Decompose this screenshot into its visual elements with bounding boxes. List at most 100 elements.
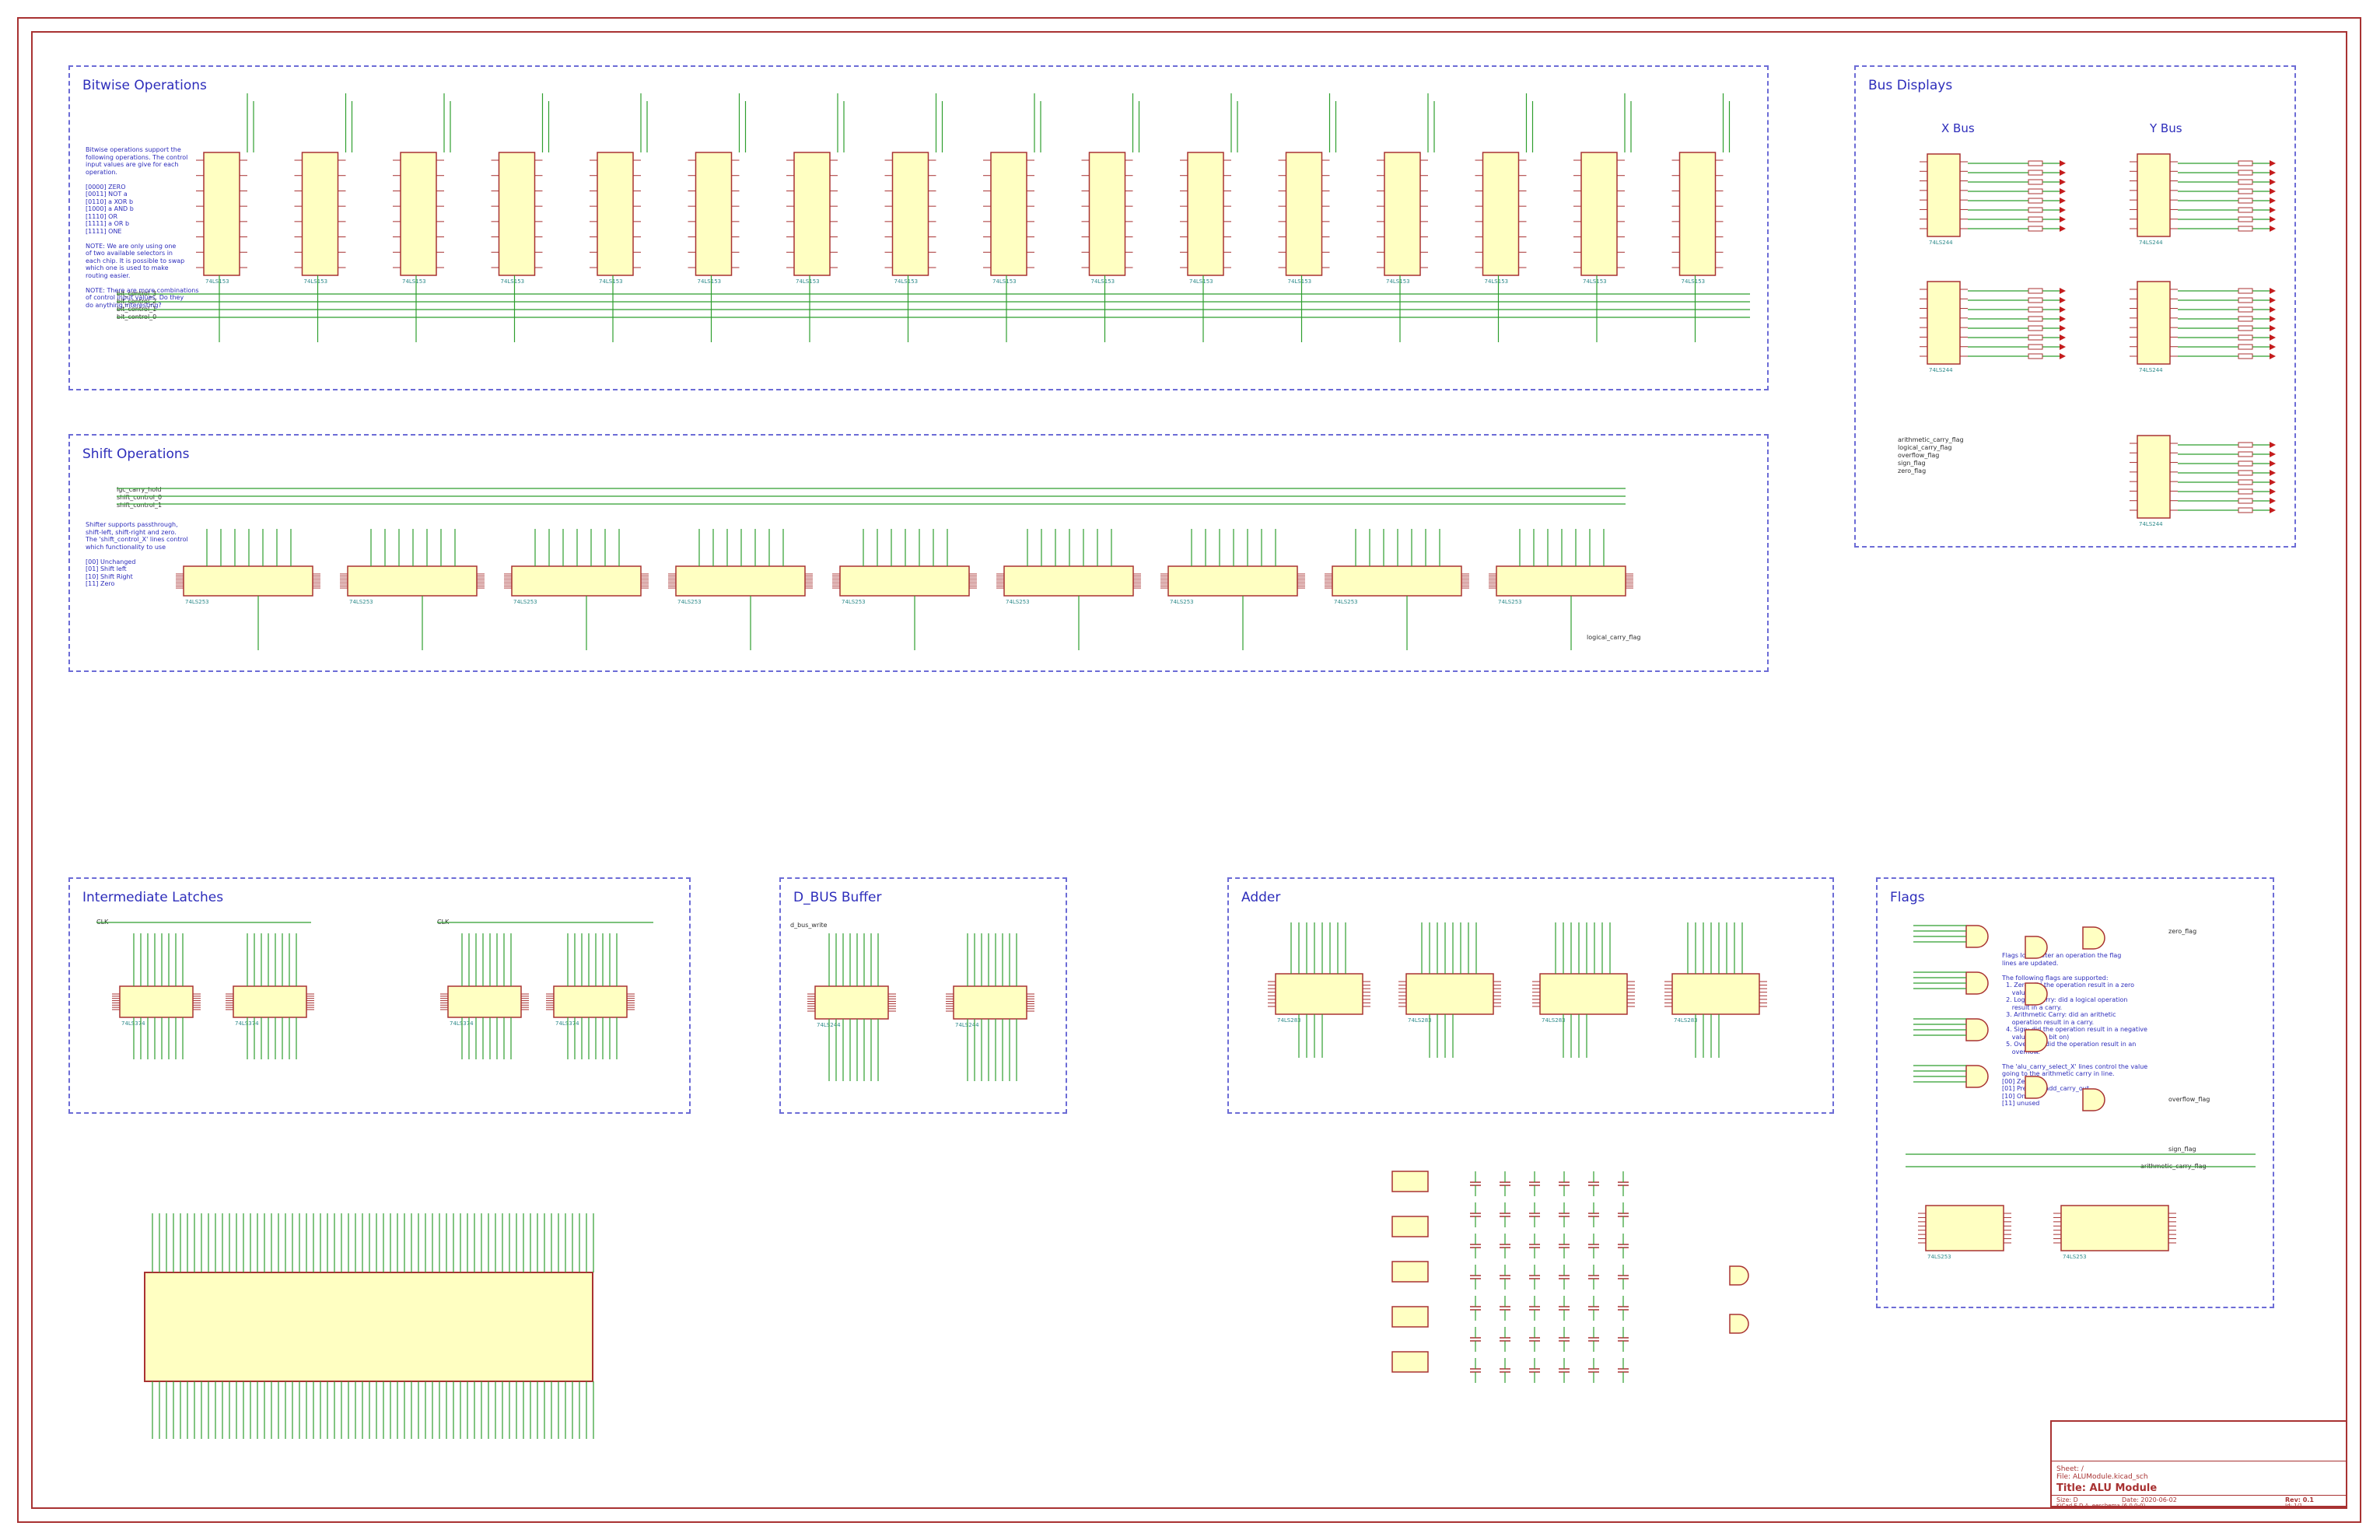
display-resistor: [2028, 207, 2043, 213]
display-resistor: [2028, 325, 2043, 331]
shift-note: Shifter supports passthrough, shift-left…: [86, 521, 188, 587]
flags-gate: [2082, 1088, 2105, 1111]
tb-id: Id: 1/1: [2285, 1503, 2303, 1509]
display-driver-chip-part: 74LS244: [2139, 240, 2163, 246]
net-label-sign-flag: sign_flag: [2168, 1146, 2196, 1153]
net-label-lgc-carry-hold: lgc_carry_hold: [117, 486, 162, 493]
display-resistor: [2238, 507, 2253, 513]
shift-mux-chip-part: 74LS253: [185, 599, 209, 605]
group-bus-displays: Bus Displays X Bus Y Bus: [1854, 65, 2296, 548]
bitwise-mux-chip-part: 74LS153: [1091, 278, 1115, 285]
shift-mux-chip: [1003, 565, 1134, 597]
net-label-flag-out-4: zero_flag: [1898, 467, 1927, 474]
display-led: [2270, 207, 2276, 213]
display-led: [2270, 507, 2276, 513]
display-led: [2270, 460, 2276, 467]
display-resistor: [2238, 460, 2253, 467]
flags-mux-chip: [1925, 1205, 2004, 1251]
bitwise-mux-chip: [498, 152, 536, 276]
display-driver-chip: [2137, 153, 2171, 237]
display-resistor: [2028, 160, 2043, 166]
display-led: [2270, 353, 2276, 359]
display-resistor: [2028, 344, 2043, 350]
bitwise-mux-chip-part: 74LS153: [402, 278, 426, 285]
net-label-logical-carry-flag: logical_carry_flag: [1587, 634, 1641, 641]
latch-chip: [119, 985, 194, 1018]
display-led: [2060, 297, 2066, 303]
display-led: [2270, 198, 2276, 204]
display-resistor: [2238, 160, 2253, 166]
dbus-buffer-chip: [814, 985, 889, 1020]
display-resistor: [2238, 188, 2253, 194]
display-led: [2270, 498, 2276, 504]
bitwise-mux-chip: [1384, 152, 1421, 276]
display-resistor: [2238, 353, 2253, 359]
bitwise-mux-chip-part: 74LS153: [1583, 278, 1607, 285]
display-driver-chip-part: 74LS244: [1929, 240, 1953, 246]
group-title-bus-displays: Bus Displays: [1868, 78, 1953, 93]
net-label-flag-out-0: arithmetic_carry_flag: [1898, 436, 1964, 443]
flags-gate: [1965, 971, 1989, 995]
display-driver-chip-part: 74LS244: [2139, 521, 2163, 527]
net-label-overflow-flag: overflow_flag: [2168, 1096, 2210, 1103]
display-resistor: [2238, 297, 2253, 303]
display-led: [2060, 334, 2066, 341]
display-resistor: [2238, 325, 2253, 331]
bitwise-mux-chip: [597, 152, 634, 276]
display-led: [2270, 306, 2276, 313]
bitwise-mux-chip: [990, 152, 1027, 276]
display-resistor: [2028, 170, 2043, 176]
bitwise-note: Bitwise operations support the following…: [86, 146, 199, 309]
net-label-shift-control-1: shift_control_1: [117, 502, 163, 509]
bitwise-mux-chip: [1285, 152, 1323, 276]
x-bus-label: X Bus: [1941, 121, 1975, 135]
tb-rev: Rev: 0.1: [2285, 1496, 2314, 1503]
adder-chip-part: 74LS283: [1542, 1017, 1566, 1024]
shift-mux-chip: [511, 565, 642, 597]
display-led: [2270, 334, 2276, 341]
display-resistor: [2238, 344, 2253, 350]
flags-gate: [2025, 1076, 2048, 1099]
power-chip: [1391, 1171, 1429, 1192]
display-led: [2270, 470, 2276, 476]
power-chip: [1391, 1306, 1429, 1328]
latch-chip: [553, 985, 628, 1018]
group-title-dbus: D_BUS Buffer: [793, 890, 882, 905]
bitwise-mux-chip: [1580, 152, 1618, 276]
sheet-frame-outer: [17, 17, 2361, 1523]
group-intermediate-latches: Intermediate Latches: [68, 877, 691, 1114]
power-chip: [1391, 1261, 1429, 1283]
display-driver-chip-part: 74LS244: [1929, 367, 1953, 373]
display-driver-chip: [2137, 281, 2171, 365]
display-resistor: [2238, 179, 2253, 185]
bitwise-mux-chip-part: 74LS153: [992, 278, 1017, 285]
display-resistor: [2028, 353, 2043, 359]
display-resistor: [2028, 188, 2043, 194]
display-resistor: [2238, 442, 2253, 448]
display-led: [2060, 179, 2066, 185]
flags-mux-chip-part: 74LS253: [1927, 1254, 1951, 1260]
tb-file: File: ALUModule.kicad_sch: [2056, 1473, 2148, 1481]
display-led: [2270, 316, 2276, 322]
display-led: [2060, 316, 2066, 322]
bitwise-mux-chip-part: 74LS153: [1485, 278, 1509, 285]
display-resistor: [2238, 216, 2253, 222]
bitwise-mux-chip: [1187, 152, 1224, 276]
bitwise-mux-chip: [400, 152, 437, 276]
bitwise-mux-chip-part: 74LS153: [1189, 278, 1213, 285]
display-led: [2270, 226, 2276, 232]
module-connector: [144, 1272, 593, 1382]
y-bus-label: Y Bus: [2150, 121, 2182, 135]
display-driver-chip: [2137, 435, 2171, 519]
latch-chip: [233, 985, 307, 1018]
display-led: [2060, 306, 2066, 313]
shift-mux-chip: [1332, 565, 1462, 597]
display-led: [2270, 325, 2276, 331]
group-title-bitwise: Bitwise Operations: [82, 78, 207, 93]
display-resistor: [2028, 216, 2043, 222]
bitwise-mux-chip-part: 74LS153: [698, 278, 722, 285]
net-label-flag-out-1: logical_carry_flag: [1898, 444, 1952, 451]
flags-gate: [2025, 1029, 2048, 1052]
shift-mux-chip-part: 74LS253: [842, 599, 866, 605]
